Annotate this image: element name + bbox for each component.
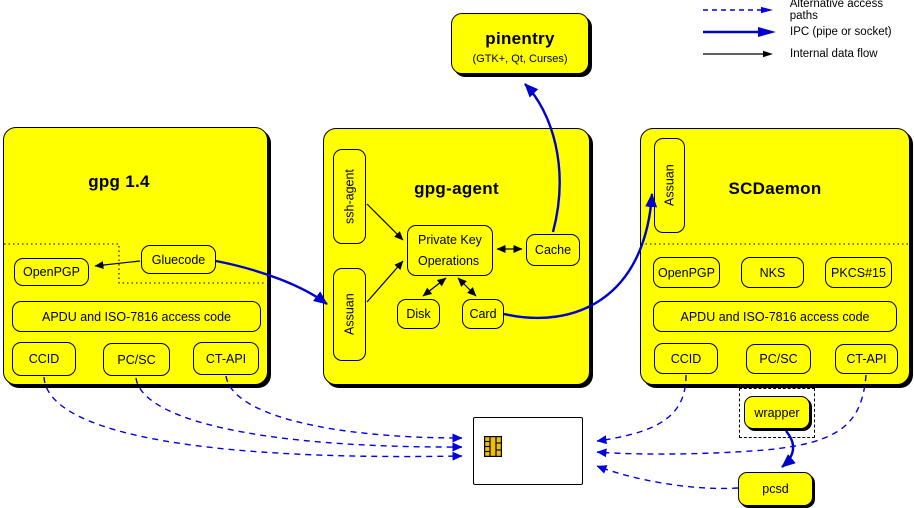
- gpg-agent-title: gpg-agent: [414, 179, 499, 198]
- gpg14-ctapi-box: CT-API: [193, 342, 259, 375]
- pinentry-module: pinentry (GTK+, Qt, Curses): [451, 13, 589, 74]
- gpg14-title: gpg 1.4: [88, 172, 150, 191]
- alt-gpg14-ctapi-to-card: [225, 375, 463, 443]
- scdaemon-title: SCDaemon: [728, 179, 822, 198]
- legend-label: Internal data flow: [790, 48, 878, 60]
- private-key-operations-box: Private Key Operations: [407, 225, 493, 276]
- scdaemon-openpgp-box: OpenPGP: [653, 257, 720, 288]
- scdaemon-ctapi-box: CT-API: [835, 344, 898, 374]
- disk-box: Disk: [397, 299, 440, 329]
- alt-gpg14-ccid-to-card: [43, 376, 463, 461]
- scdaemon-apdu-box: APDU and ISO-7816 access code: [653, 301, 897, 332]
- scdaemon-module: SCDaemon Assuan OpenPGP NKS PKCS#15 APDU…: [640, 128, 910, 385]
- legend-item-ipc: IPC (pipe or socket): [700, 21, 914, 43]
- pko-line2: Operations: [418, 254, 480, 268]
- smartcard: [473, 417, 583, 485]
- legend-item-internal: Internal data flow: [700, 43, 914, 65]
- cache-box: Cache: [526, 234, 580, 266]
- legend-label: Alternative access paths: [789, 0, 884, 22]
- scdaemon-nks-box: NKS: [741, 257, 804, 288]
- gpg-agent-assuan-box: Assuan: [333, 268, 366, 361]
- alt-gpg14-pcsc-to-card: [135, 377, 463, 452]
- legend-label: IPC (pipe or socket): [790, 26, 892, 38]
- pinentry-subtitle: (GTK+, Qt, Curses): [472, 53, 568, 65]
- gpg14-pcsc-box: PC/SC: [103, 343, 170, 376]
- pcsd-box: pcsd: [738, 472, 813, 506]
- pko-line1: Private Key: [418, 233, 482, 247]
- gpg14-ccid-box: CCID: [12, 342, 76, 376]
- gpg14-openpgp-box: OpenPGP: [14, 258, 89, 286]
- gpg-agent-ssh-agent-box: ssh-agent: [333, 149, 366, 244]
- gpg14-apdu-box: APDU and ISO-7816 access code: [12, 301, 261, 332]
- internal-flow-arrow-icon: [703, 50, 773, 58]
- scdaemon-ccid-box: CCID: [654, 343, 718, 374]
- gpg14-gluecode-box: Gluecode: [141, 245, 216, 274]
- wrapper-box: wrapper: [744, 396, 810, 429]
- scdaemon-pkcs15-box: PKCS#15: [825, 257, 892, 288]
- legend: Alternative access paths IPC (pipe or so…: [700, 0, 914, 65]
- card-box: Card: [462, 299, 504, 329]
- alt-pcsd-to-card: [596, 465, 739, 490]
- scdaemon-assuan-box: Assuan: [654, 138, 685, 233]
- gpg14-module: gpg 1.4 OpenPGP Gluecode APDU and ISO-78…: [3, 127, 268, 385]
- legend-item-alternative: Alternative access paths: [700, 0, 914, 22]
- pinentry-title: pinentry: [485, 29, 555, 48]
- dashed-blue-arrow-icon: [703, 6, 773, 14]
- smartcard-chip-icon: [484, 436, 502, 457]
- ipc-arrow-icon: [703, 27, 776, 37]
- gpg-agent-module: gpg-agent ssh-agent Assuan Private Key O…: [323, 128, 590, 385]
- alt-scdaemon-ctapi-to-card: [596, 374, 867, 458]
- scdaemon-pcsc-box: PC/SC: [746, 344, 811, 374]
